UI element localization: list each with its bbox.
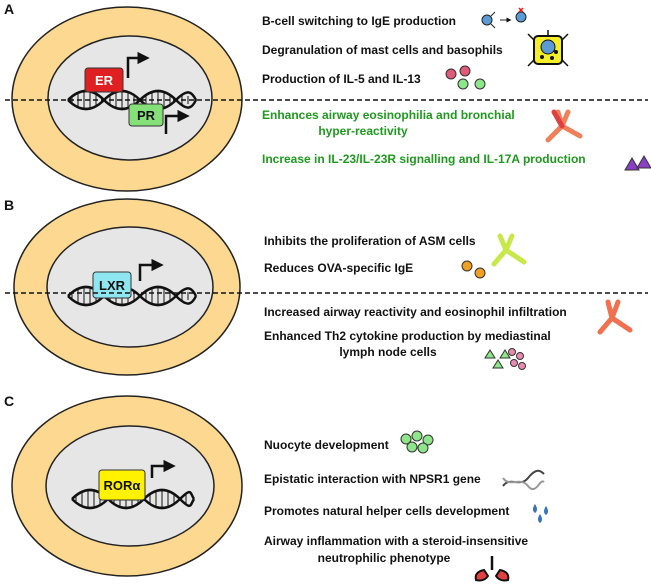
pr-transcription-arrow	[164, 109, 190, 134]
effect-c-3: Promotes natural helper cells developmen…	[264, 504, 509, 518]
effect-a-2: Degranulation of mast cells and basophil…	[262, 43, 503, 57]
hexagon-icon	[400, 430, 434, 454]
effect-c-4: Airway inflammation with a steroid-insen…	[264, 534, 528, 548]
lungs-icon	[474, 556, 510, 582]
effect-a-3: Production of IL-5 and IL-13	[262, 72, 421, 86]
panel-b-letter: B	[4, 197, 14, 213]
effect-a-5: Increase in IL-23/IL-23R signalling and …	[262, 152, 586, 166]
cytokine-dots-icon	[461, 260, 486, 279]
ror-transcription-arrow	[150, 459, 176, 478]
lxr-transcription-arrow	[138, 258, 164, 281]
effect-b-3: Increased airway reactivity and eosinoph…	[264, 305, 567, 319]
effect-a-4b: hyper-reactivity	[318, 124, 408, 138]
triangle-icon	[624, 155, 651, 171]
droplet-icon	[533, 504, 548, 523]
effect-b-1: Inhibits the proliferation of ASM cells	[264, 234, 476, 248]
pr-factor-box	[128, 103, 164, 127]
effect-c-2: Epistatic interaction with NPSR1 gene	[264, 472, 481, 486]
triangle-icon	[484, 348, 526, 370]
antibody-icon	[545, 109, 583, 143]
antibody-icon	[597, 299, 633, 335]
lxr-factor-box	[92, 271, 132, 299]
dna-icon	[502, 469, 545, 491]
pr-label: PR	[137, 108, 156, 123]
effect-c-4b: neutrophilic phenotype	[318, 551, 451, 565]
er-label: ER	[95, 73, 114, 88]
effect-a-1: B-cell switching to IgE production	[262, 14, 456, 28]
effect-c-1: Nuocyte development	[264, 438, 389, 452]
ror-label: RORα	[104, 478, 141, 493]
antibody-icon	[491, 233, 527, 267]
cytokine-dots-icon	[445, 65, 486, 90]
panel-c-letter: C	[4, 393, 14, 409]
effect-b-4b: lymph node cells	[339, 345, 437, 359]
nucleus	[47, 35, 213, 161]
lxr-label: LXR	[99, 278, 126, 293]
effect-a-4: Enhances airway eosinophilia and bronchi…	[262, 108, 515, 122]
ror-factor-box	[98, 469, 146, 501]
er-factor-box	[84, 67, 124, 93]
effect-b-2: Reduces OVA-specific IgE	[264, 261, 413, 275]
er-transcription-arrow	[126, 51, 150, 78]
b-cell-icon	[481, 7, 527, 29]
mast-cell-icon	[527, 30, 569, 67]
panel-a-letter: A	[4, 1, 14, 17]
effect-b-4: Enhanced Th2 cytokine production by medi…	[264, 329, 551, 343]
